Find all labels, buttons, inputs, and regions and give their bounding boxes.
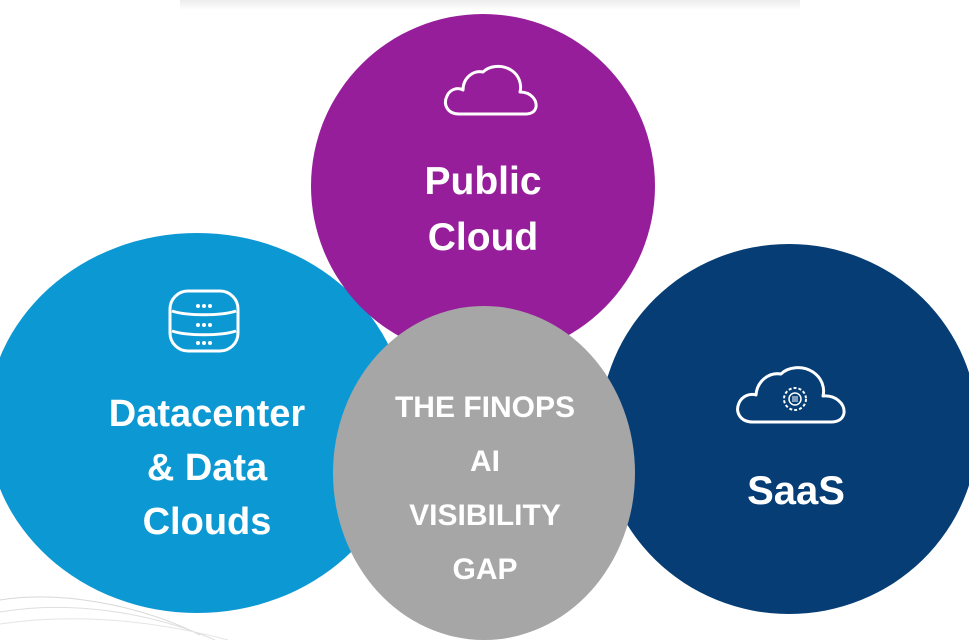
visibility-gap-label: THE FINOPS AI VISIBILITY GAP (394, 391, 575, 586)
saas-circle (600, 244, 969, 614)
top-shadow (180, 0, 800, 10)
cloud-gear-icon (736, 366, 846, 424)
saas-label: SaaS (747, 469, 845, 513)
database-icon (168, 289, 240, 353)
datacenter-label: Datacenter & Data Clouds (108, 393, 306, 543)
cloud-icon (444, 64, 538, 116)
public-cloud-label: Public Cloud (424, 160, 542, 259)
visibility-gap-circle (333, 306, 635, 640)
